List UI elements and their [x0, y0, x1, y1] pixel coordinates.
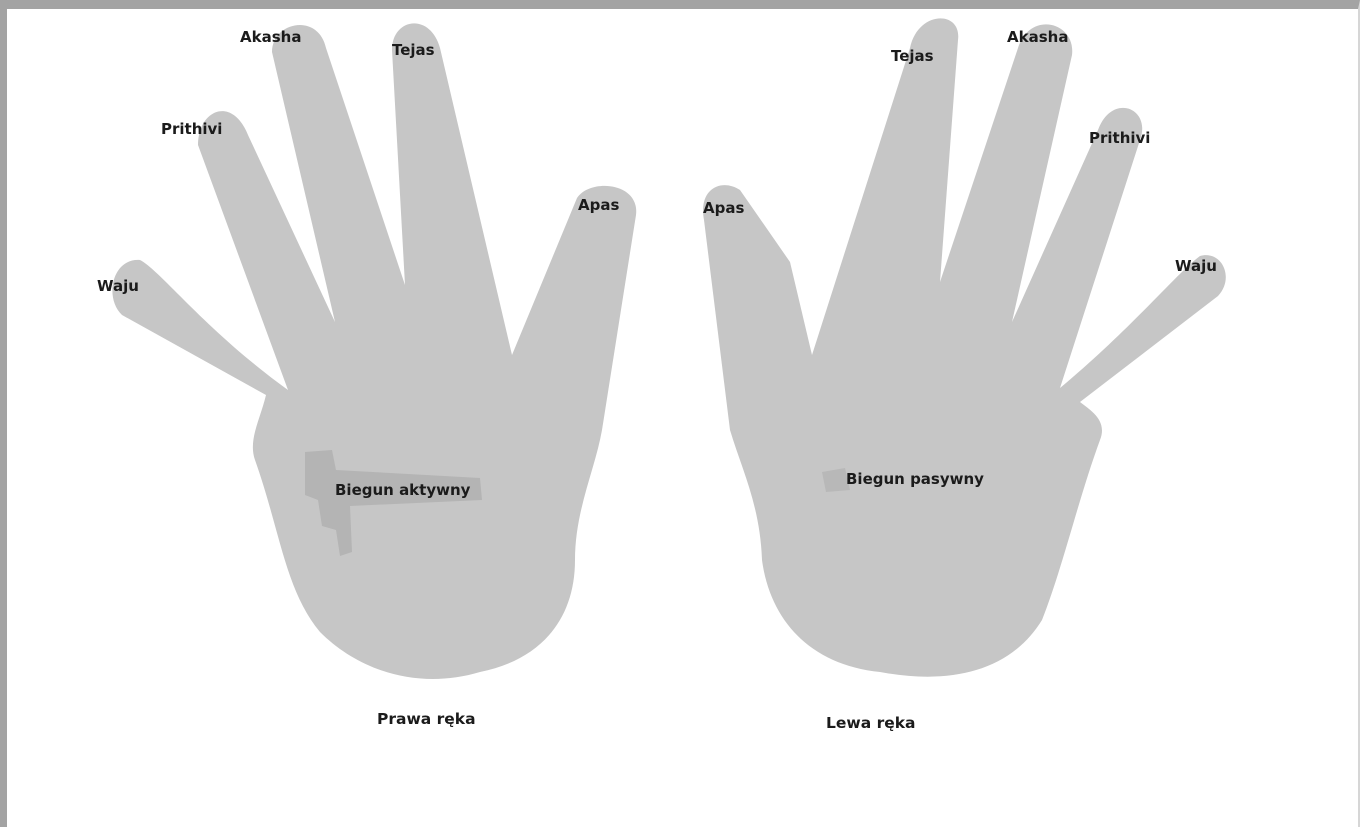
right-pole-label: Biegun aktywny: [335, 481, 471, 499]
right-finger-little-label: Waju: [97, 277, 139, 295]
right-finger-middle-label: Akasha: [240, 28, 301, 46]
left-finger-little-label: Waju: [1175, 257, 1217, 275]
left-hand-silhouette: [703, 18, 1226, 676]
left-pole-label: Biegun pasywny: [846, 470, 984, 488]
right-finger-ring-label: Prithivi: [161, 120, 222, 138]
left-finger-index-label: Tejas: [891, 47, 934, 65]
left-finger-thumb-label: Apas: [703, 199, 744, 217]
left-hand-caption: Lewa ręka: [826, 714, 916, 732]
right-finger-index-label: Tejas: [392, 41, 435, 59]
right-hand-caption: Prawa ręka: [377, 710, 476, 728]
left-finger-middle-label: Akasha: [1007, 28, 1068, 46]
right-finger-thumb-label: Apas: [578, 196, 619, 214]
left-hand: Apas Tejas Akasha Prithivi Waju Biegun p…: [703, 18, 1226, 732]
right-hand: Waju Prithivi Akasha Tejas Apas Biegun a…: [97, 23, 636, 728]
left-finger-ring-label: Prithivi: [1089, 129, 1150, 147]
